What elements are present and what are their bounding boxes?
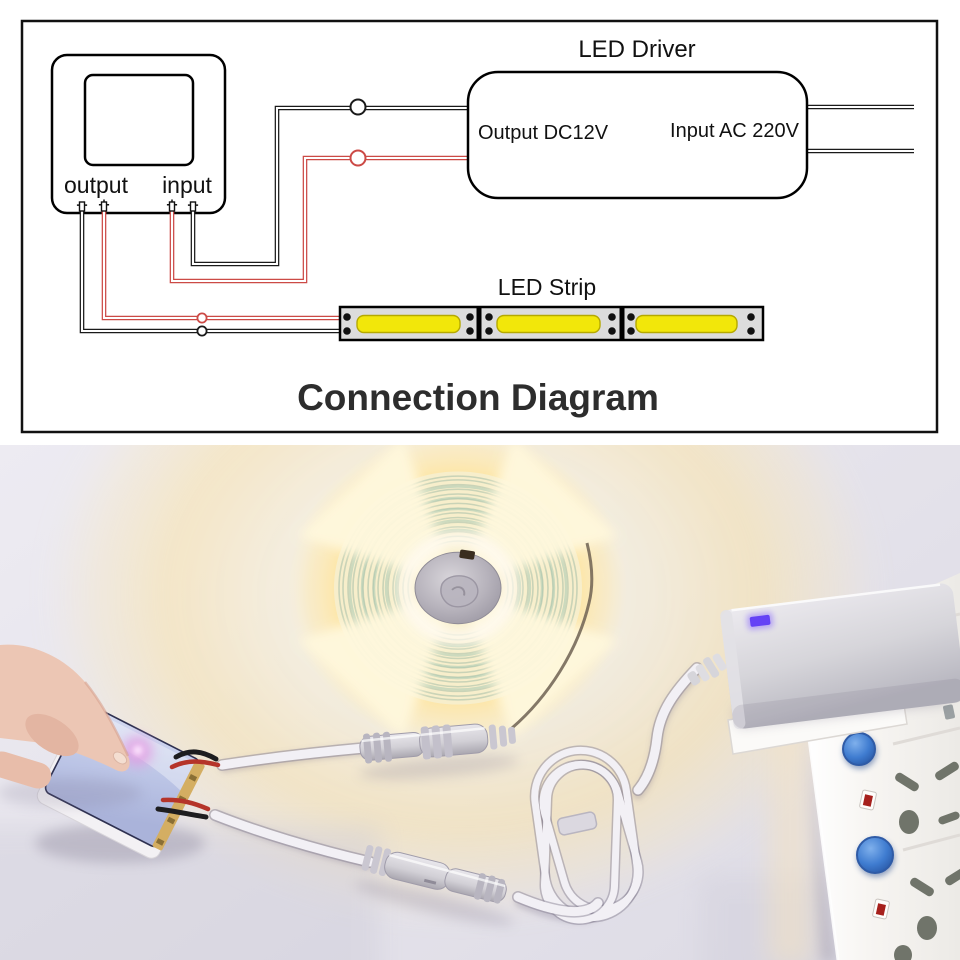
dimmer-pcb-edge xyxy=(152,761,205,851)
indicator-red xyxy=(862,794,873,807)
terminal-stub xyxy=(100,201,108,212)
led-driver-body xyxy=(466,70,809,200)
cable-bundle xyxy=(529,745,644,925)
led-chip xyxy=(635,314,738,334)
wire-joint-bead xyxy=(196,325,208,337)
diagram-border xyxy=(20,19,939,434)
adapter-body xyxy=(720,583,960,729)
input-label: input xyxy=(162,172,212,198)
power-buttons xyxy=(842,732,895,877)
wire-input-negative xyxy=(190,105,470,267)
led-driver-label: LED Driver xyxy=(578,36,695,63)
diagram-title: Connection Diagram xyxy=(297,377,659,418)
wire-joint-bead xyxy=(349,98,367,116)
spool-hub-detail xyxy=(451,586,466,596)
indicator-red xyxy=(875,903,886,916)
product-photo-panel xyxy=(0,445,960,960)
spool-slot xyxy=(459,549,475,560)
plug-prong-stub xyxy=(943,704,955,720)
wire-joint-bead xyxy=(196,312,208,324)
led-driver: LED Driver Output DC12V Input AC 220V xyxy=(466,36,809,200)
driver-input-text: Input AC 220V xyxy=(670,120,800,142)
power-strip-edge-highlight xyxy=(806,730,840,960)
cable-tie xyxy=(556,811,598,836)
dc-connector-pair-2 xyxy=(354,845,514,926)
led-strip-coil xyxy=(288,445,628,748)
coil-inner-halo xyxy=(398,531,518,645)
driver-output-text: Output DC12V xyxy=(478,122,609,144)
product-photo-svg xyxy=(0,445,960,960)
coil-rings-teal xyxy=(348,485,568,691)
fingernail xyxy=(112,751,128,765)
spool-hub-hole xyxy=(440,575,479,608)
led-strip-label: LED Strip xyxy=(498,274,596,300)
power-button-blue xyxy=(856,836,894,874)
terminal-stub xyxy=(189,201,197,212)
hand-and-index-finger xyxy=(0,644,130,772)
led-strip: LED Strip xyxy=(338,274,765,342)
solder-pads xyxy=(343,313,755,335)
terminal-stub xyxy=(78,201,86,212)
touch-switch-pad xyxy=(83,73,195,167)
wire-joint-bead xyxy=(349,149,367,167)
dc-connector-pair-1 xyxy=(359,723,519,780)
power-indicators xyxy=(859,789,890,920)
dimmer-pigtail-wires xyxy=(155,749,221,820)
hand xyxy=(0,644,142,808)
touch-switch: output input − + + − xyxy=(50,53,227,217)
adapter-led-glow xyxy=(746,611,774,630)
thumb xyxy=(0,751,52,789)
power-strip-shadow xyxy=(806,732,836,960)
wire-output-positive xyxy=(101,205,344,321)
led-chip xyxy=(356,314,461,334)
power-button-blue xyxy=(842,732,876,766)
led-chip xyxy=(496,314,601,334)
adapter-strain-relief xyxy=(687,653,727,686)
cabling xyxy=(209,662,703,925)
terminal-stub xyxy=(168,201,176,212)
power-adapter xyxy=(687,583,960,730)
folded-fingers xyxy=(25,713,79,757)
strip-lead-wire xyxy=(511,542,594,730)
output-label: output xyxy=(64,172,129,198)
wiring xyxy=(78,98,914,337)
connection-diagram-svg: output input − + + − xyxy=(20,19,939,434)
connection-diagram-panel: output input − + + − xyxy=(0,0,960,443)
